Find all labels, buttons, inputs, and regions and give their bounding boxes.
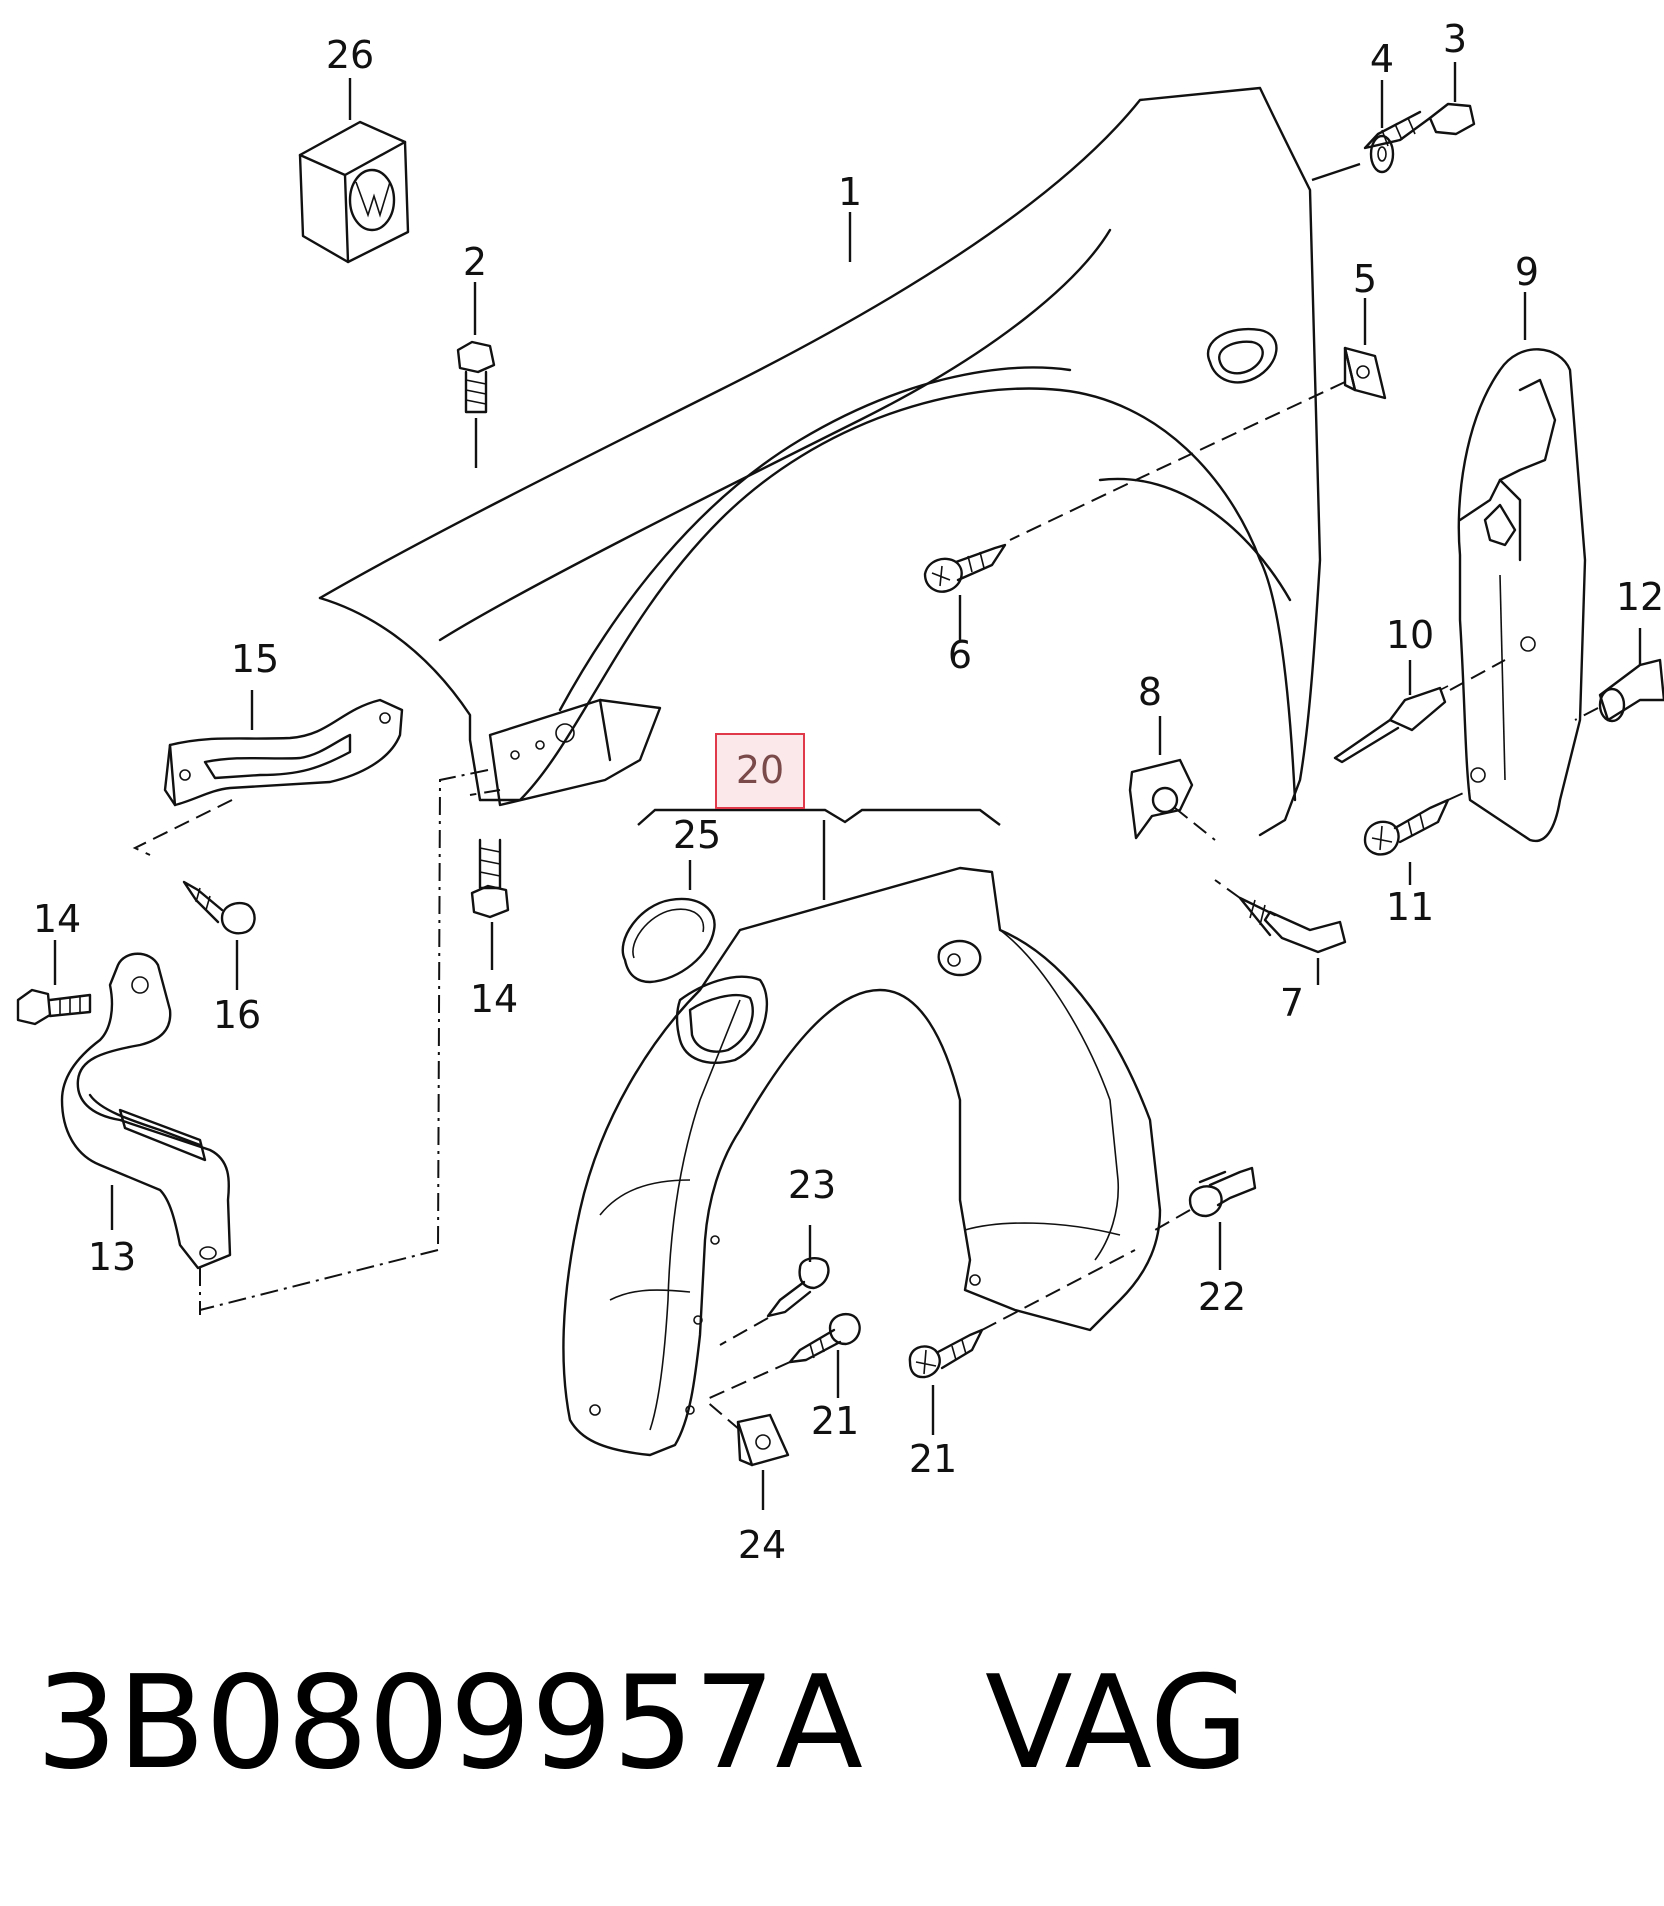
callout-14-center: 14 <box>470 977 518 1021</box>
callout-26: 26 <box>326 33 374 77</box>
part-21-screw-left <box>704 1313 861 1401</box>
part-24-clip <box>704 1399 790 1510</box>
callout-15: 15 <box>231 637 279 681</box>
callout-4: 4 <box>1370 37 1394 81</box>
part-5-clip <box>1009 298 1387 541</box>
callout-12: 12 <box>1616 575 1664 619</box>
callout-21-right: 21 <box>909 1437 957 1481</box>
part-14-bolt-center <box>470 838 510 970</box>
part-7-screw <box>1214 879 1347 985</box>
callout-16: 16 <box>213 993 261 1037</box>
highlight-box <box>715 733 805 809</box>
part-25-cover <box>621 897 716 984</box>
callout-13: 13 <box>88 1235 136 1279</box>
part-2-bolt <box>456 282 496 468</box>
part-1-fender <box>318 86 1322 837</box>
part-22-rivet <box>1154 1166 1257 1270</box>
callout-10: 10 <box>1386 613 1434 657</box>
callout-24: 24 <box>738 1523 786 1567</box>
callout-8: 8 <box>1138 670 1162 714</box>
callout-5: 5 <box>1353 257 1377 301</box>
callout-20: 20 <box>736 748 784 792</box>
part-21-screw-right <box>908 1249 1136 1435</box>
callout-3: 3 <box>1443 17 1467 61</box>
callout-9: 9 <box>1515 250 1539 294</box>
part-6-screw <box>923 543 1007 640</box>
part-number-caption: 3B0809957A VAG <box>36 1649 1249 1798</box>
part-10-rivet <box>1333 659 1506 764</box>
callout-1: 1 <box>838 170 862 214</box>
part-26-badge <box>298 78 410 264</box>
vw-badge-icon <box>348 168 396 232</box>
part-9-panel <box>1457 292 1587 843</box>
part-12-clip <box>1574 628 1664 723</box>
callout-7: 7 <box>1280 981 1304 1025</box>
callout-22: 22 <box>1198 1275 1246 1319</box>
part-15-bracket <box>132 690 404 856</box>
part-20-liner <box>562 866 1162 1457</box>
part-13-bracket <box>60 952 232 1270</box>
part-23-clip <box>719 1225 830 1346</box>
callout-6: 6 <box>948 633 972 677</box>
part-3-screw <box>1363 62 1476 150</box>
callout-2: 2 <box>463 240 487 284</box>
callout-labels: 1 2 3 4 5 6 7 8 9 10 11 12 13 14 14 15 1… <box>33 17 1664 1567</box>
part-8-clip <box>1128 716 1216 841</box>
group-20-bracket <box>637 808 1001 900</box>
part-4-washer <box>1311 80 1395 182</box>
callout-23: 23 <box>788 1163 836 1207</box>
callout-11: 11 <box>1386 885 1434 929</box>
part-11-screw <box>1363 789 1471 885</box>
callout-25: 25 <box>673 813 721 857</box>
part-14-bolt-left <box>16 940 92 1026</box>
part-16-screw <box>182 880 256 990</box>
guide-lines <box>199 769 501 1315</box>
callout-21-left: 21 <box>811 1399 859 1443</box>
parts-diagram: 1 2 3 4 5 6 7 8 9 10 11 12 13 14 14 15 1… <box>16 17 1664 1567</box>
callout-14-left: 14 <box>33 897 81 941</box>
